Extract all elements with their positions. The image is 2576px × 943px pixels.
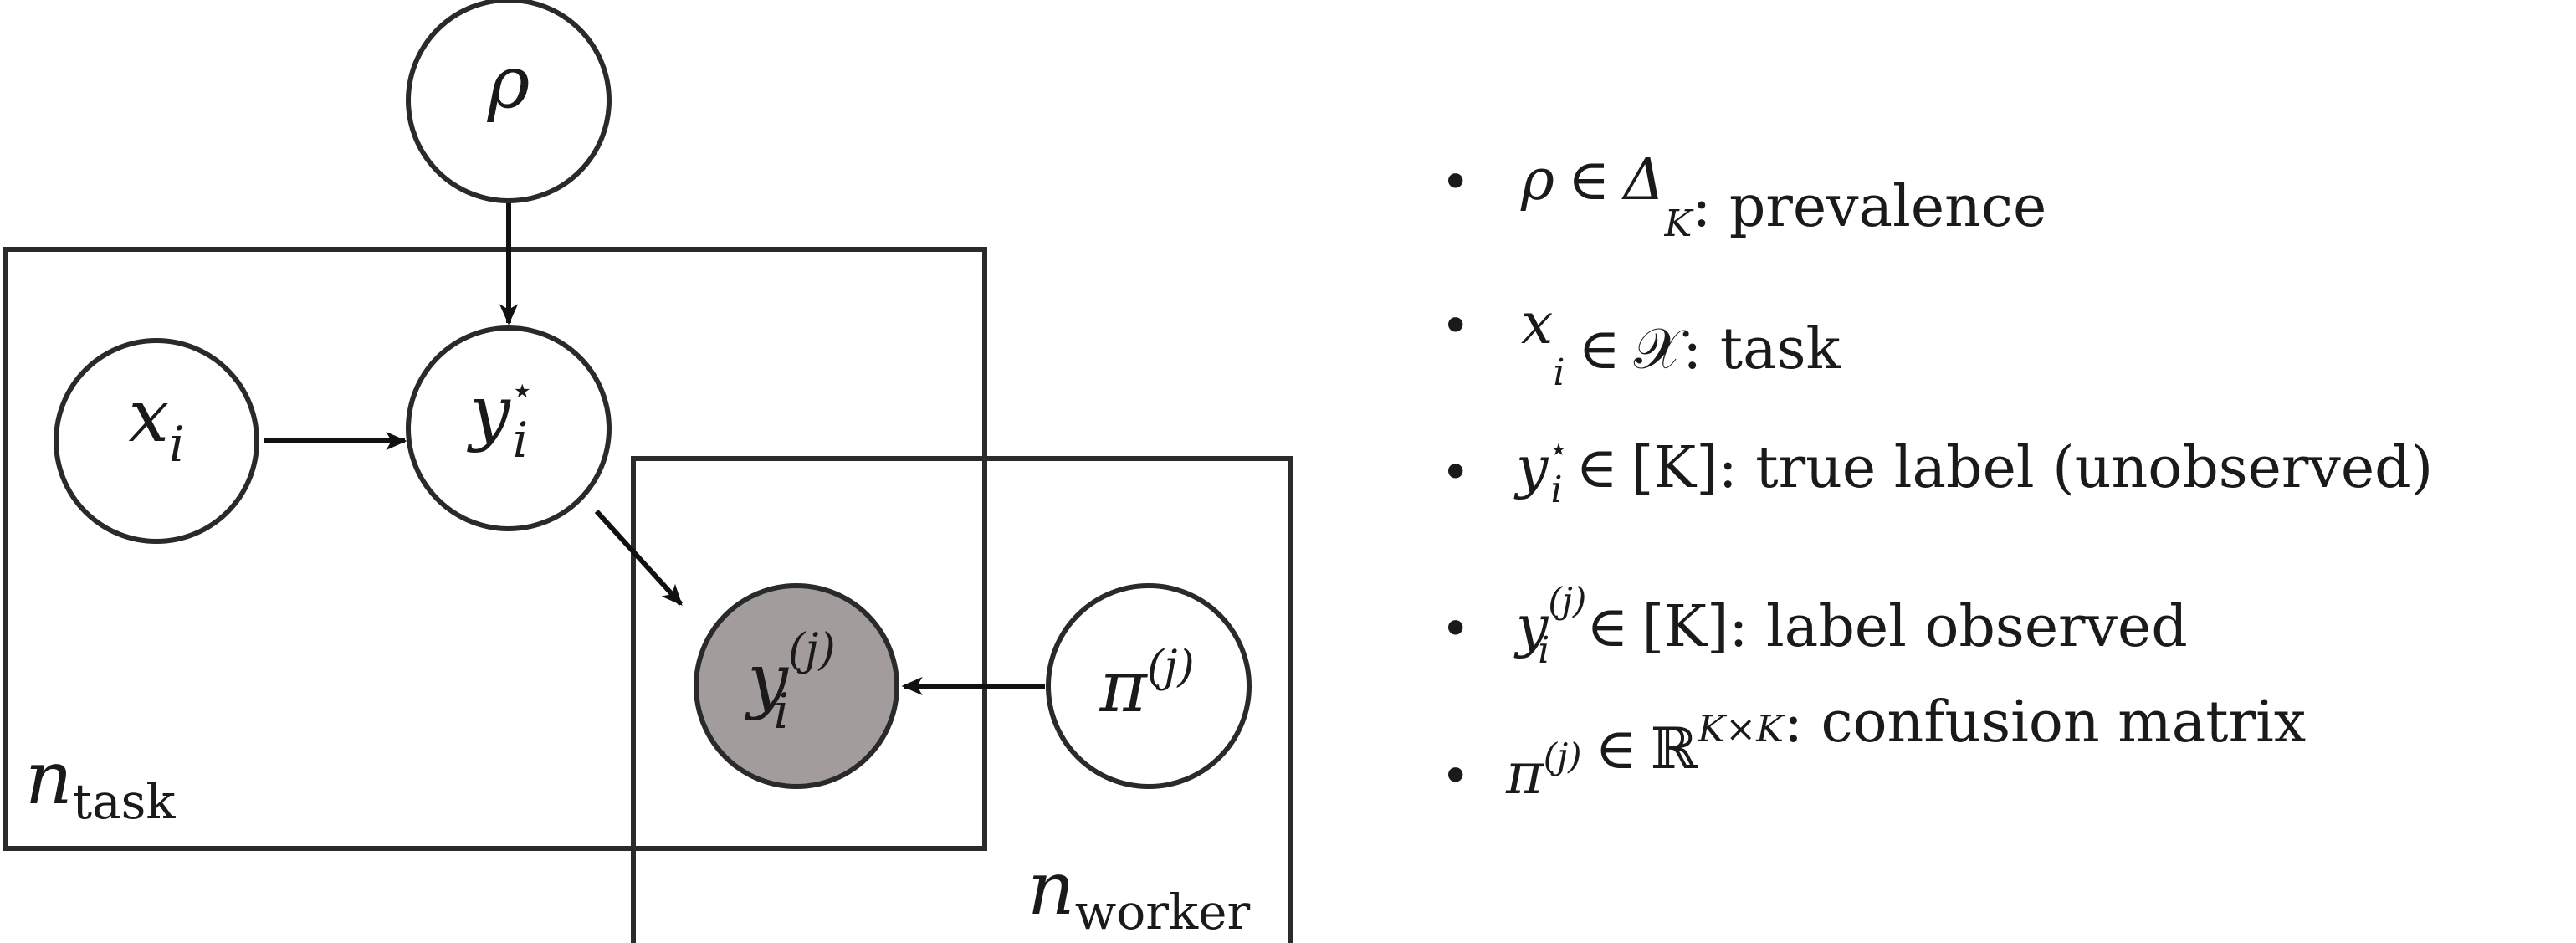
node-x-label: xi bbox=[128, 375, 184, 473]
task-plate bbox=[3, 247, 987, 851]
node-y-star-label: y⋆i bbox=[466, 367, 534, 469]
edge-ystar-to-yobs bbox=[594, 509, 684, 607]
legend-item: • y(j)i∈[K]: label observed bbox=[1441, 580, 2188, 672]
legend-bullet: • bbox=[1441, 153, 1470, 212]
legend: • ρ∈ΔK: prevalence • xi∈𝒳: task • y⋆i∈[K… bbox=[1441, 147, 2433, 807]
legend-expression: π(j)∈ℝK×K: confusion matrix bbox=[1505, 689, 2306, 807]
node-rho-label: ρ bbox=[487, 41, 530, 125]
legend-item: • ρ∈ΔK: prevalence bbox=[1441, 147, 2046, 245]
legend-expression: y⋆i∈[K]: true label (unobserved) bbox=[1513, 430, 2433, 511]
task-plate-label: ntask bbox=[25, 735, 176, 830]
legend-item: • y⋆i∈[K]: true label (unobserved) bbox=[1441, 430, 2433, 511]
legend-bullet: • bbox=[1441, 747, 1470, 806]
node-y-observed-label: y(j)i bbox=[744, 625, 835, 740]
legend-item: • π(j)∈ℝK×K: confusion matrix bbox=[1441, 689, 2306, 807]
legend-bullet: • bbox=[1441, 600, 1470, 659]
node-y-star bbox=[406, 325, 612, 531]
legend-expression: ρ∈ΔK: prevalence bbox=[1520, 147, 2046, 245]
node-x bbox=[54, 338, 259, 544]
legend-bullet: • bbox=[1441, 443, 1470, 502]
legend-expression: xi∈𝒳: task bbox=[1521, 291, 1841, 394]
worker-plate-label: nworker bbox=[1027, 845, 1250, 940]
node-pi bbox=[1046, 583, 1252, 789]
node-y-observed bbox=[694, 583, 899, 789]
worker-plate bbox=[631, 456, 1293, 943]
legend-bullet: • bbox=[1441, 297, 1470, 356]
legend-expression: y(j)i∈[K]: label observed bbox=[1513, 580, 2188, 672]
node-pi-label: π(j) bbox=[1099, 642, 1194, 729]
node-rho bbox=[406, 0, 612, 203]
legend-item: • xi∈𝒳: task bbox=[1441, 291, 1841, 394]
